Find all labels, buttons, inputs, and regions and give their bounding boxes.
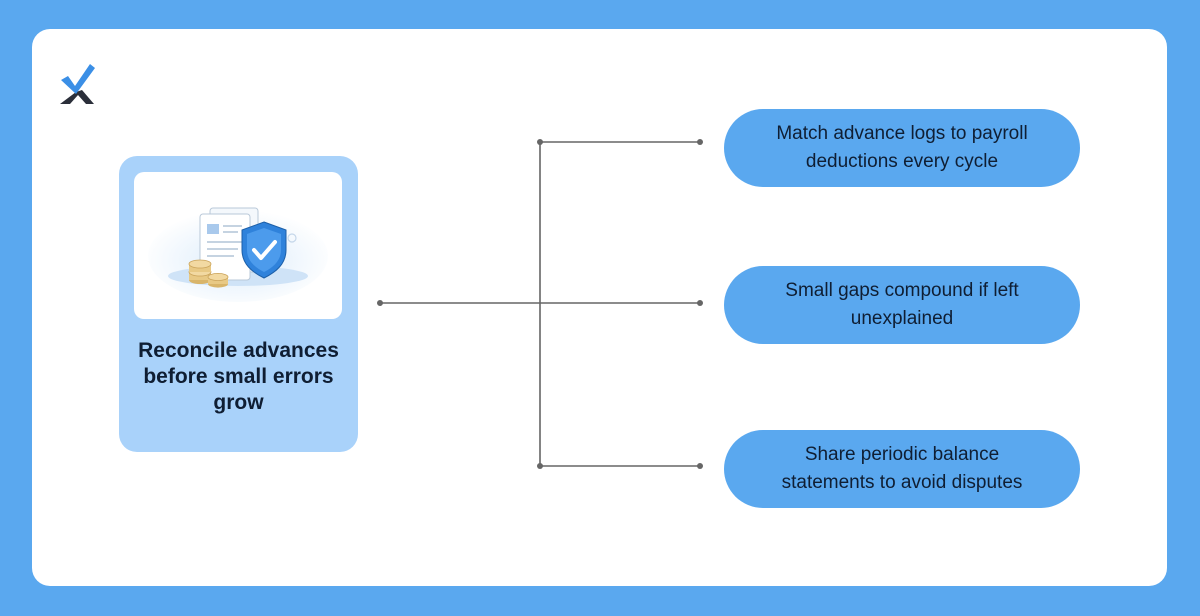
illustration	[134, 172, 342, 319]
shield-check-icon	[241, 221, 287, 279]
point-pill-3: Share periodic balance statements to avo…	[724, 430, 1080, 508]
main-topic-title: Reconcile advances before small errors g…	[138, 339, 339, 414]
point-text-2: Small gaps compound if left unexplained	[785, 280, 1019, 329]
point-pill-1: Match advance logs to payroll deductions…	[724, 109, 1080, 187]
point-pill-2: Small gaps compound if left unexplained	[724, 266, 1080, 344]
point-text-3: Share periodic balance statements to avo…	[781, 444, 1023, 493]
main-topic-card: Reconcile advances before small errors g…	[119, 156, 358, 452]
coin-stack-icon	[188, 259, 229, 288]
logo-icon	[60, 64, 95, 104]
point-text-1: Match advance logs to payroll deductions…	[776, 123, 1028, 172]
